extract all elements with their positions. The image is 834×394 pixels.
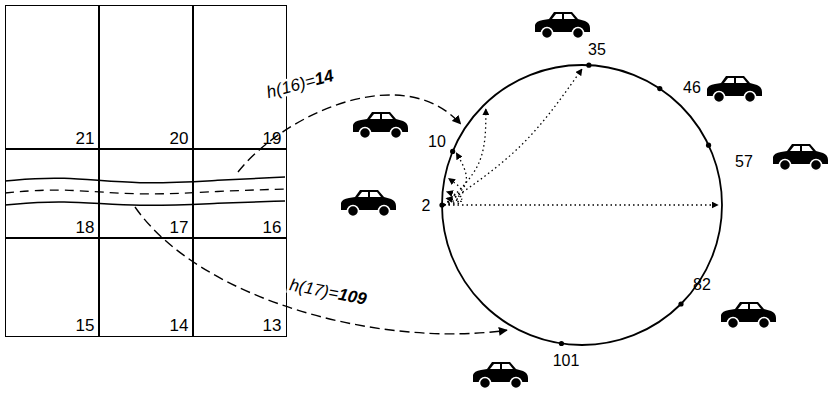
ring-dot <box>439 202 444 207</box>
finger-arrow <box>444 178 463 205</box>
car-icon <box>353 112 408 139</box>
ring-dot <box>450 149 455 154</box>
hash-label: h(17)=109 <box>286 276 370 308</box>
cell-number: 17 <box>170 219 189 236</box>
grid-cell: 18 <box>5 148 100 239</box>
position-label: 57 <box>735 154 753 170</box>
ring-dot <box>559 341 564 346</box>
position-label: 10 <box>428 134 446 150</box>
finger-arrow <box>444 69 582 205</box>
grid-cell: 21 <box>5 5 100 150</box>
cell-number: 18 <box>76 219 95 236</box>
car-icon <box>773 144 828 171</box>
cell-number: 21 <box>76 130 95 147</box>
car-icon <box>707 76 762 103</box>
ring-dot <box>706 143 711 148</box>
cell-number: 20 <box>170 130 189 147</box>
grid-cell: 14 <box>98 237 194 337</box>
hash-arrow <box>238 95 461 172</box>
cell-number: 19 <box>263 130 282 147</box>
position-label: 35 <box>588 42 606 58</box>
cell-number: 16 <box>263 219 282 236</box>
position-label: 2 <box>422 198 431 214</box>
grid-cell: 20 <box>98 5 194 150</box>
grid-cell: 19 <box>192 5 287 150</box>
grid-cell: 17 <box>98 148 194 239</box>
hash-arrow <box>135 207 507 334</box>
finger-arrow <box>444 109 486 205</box>
cell-number: 14 <box>170 317 189 334</box>
road-edge <box>5 177 285 183</box>
finger-arrow <box>444 204 718 205</box>
grid-cell: 15 <box>5 237 100 337</box>
car-icon <box>341 190 396 217</box>
cell-number: 15 <box>76 317 95 334</box>
road-edge <box>5 201 285 205</box>
car-icon <box>535 12 590 39</box>
grid-cell: 13 <box>192 237 287 337</box>
ring-dot <box>678 301 683 306</box>
cell-number: 13 <box>263 317 282 334</box>
road-centerline <box>5 189 285 194</box>
identifier-ring <box>442 65 722 345</box>
position-label: 101 <box>553 353 580 369</box>
position-label: 46 <box>683 80 701 96</box>
hash-label: h(16)=14 <box>263 66 337 101</box>
car-icon <box>473 362 528 389</box>
car-icon <box>721 302 776 329</box>
ring-dot <box>657 86 662 91</box>
ring-dot <box>586 63 591 68</box>
position-label: 82 <box>693 277 711 293</box>
grid-cell: 16 <box>192 148 287 239</box>
